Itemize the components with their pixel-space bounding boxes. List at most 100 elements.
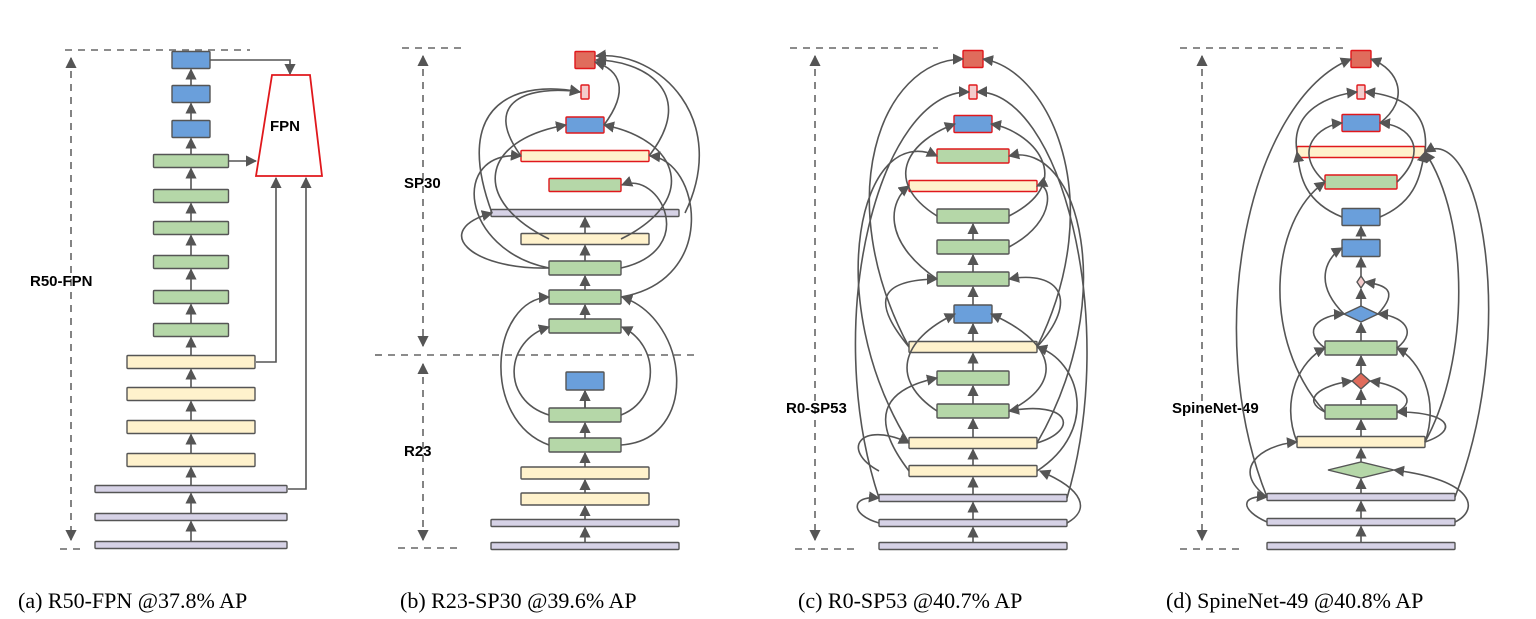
edge: [854, 86, 971, 499]
block: [1342, 305, 1380, 323]
edge: [460, 210, 550, 269]
edge: [884, 374, 939, 472]
block: [490, 208, 680, 218]
edge: [594, 54, 670, 157]
block: [574, 50, 596, 70]
block: [548, 260, 622, 276]
block: [1350, 49, 1372, 69]
block: [171, 84, 211, 104]
panel-a-caption: (a) R50-FPN @37.8% AP: [18, 588, 247, 613]
edge: [1363, 87, 1427, 153]
block: [936, 271, 1010, 287]
block: [1296, 435, 1426, 449]
edge: [505, 85, 582, 157]
panel-d-caption: (d) SpineNet-49 @40.8% AP: [1166, 588, 1423, 613]
edge: [1312, 308, 1346, 349]
edge: [620, 151, 693, 298]
edge: [975, 86, 1088, 499]
edge: [989, 120, 1046, 217]
edge: [288, 176, 312, 490]
block: [878, 493, 1068, 503]
edge: [1295, 87, 1359, 153]
edge: [1035, 344, 1078, 472]
fpn-label: FPN: [270, 118, 300, 135]
block: [936, 148, 1010, 164]
edge: [620, 326, 652, 416]
block: [878, 541, 1068, 551]
edge: [857, 146, 939, 444]
block: [908, 340, 1038, 354]
block: [936, 239, 1010, 255]
edge: [620, 294, 678, 446]
fpn-block: [254, 74, 324, 177]
edge: [1293, 150, 1343, 218]
block: [152, 153, 230, 169]
panel-b-blocks: [490, 50, 680, 551]
block: [94, 512, 288, 522]
block: [520, 149, 650, 163]
panel-d-edges: [1235, 57, 1490, 543]
block: [490, 541, 680, 551]
block: [580, 84, 590, 100]
block: [1266, 541, 1456, 551]
block: [1350, 372, 1372, 390]
block: [152, 289, 230, 305]
block: [1341, 207, 1381, 227]
block: [548, 177, 622, 193]
block: [126, 419, 256, 435]
block: [548, 318, 622, 334]
edge: [513, 324, 551, 416]
block: [520, 492, 650, 506]
edge: [1376, 308, 1408, 349]
edge: [906, 313, 957, 412]
block: [126, 386, 256, 402]
block: [1266, 492, 1456, 502]
block: [1324, 340, 1398, 356]
panel-b-label-bottom: R23: [404, 443, 432, 460]
block: [565, 116, 605, 134]
edge: [602, 121, 673, 240]
panel-c: R0-SP53 (c) R0-SP53 @40.7% AP: [786, 47, 1088, 613]
block: [962, 49, 984, 69]
edge: [1363, 277, 1390, 315]
edge: [256, 176, 282, 363]
block: [548, 407, 622, 423]
block: [565, 371, 605, 391]
panel-c-edges: [854, 53, 1088, 543]
edge: [478, 84, 582, 214]
block: [936, 208, 1010, 224]
block: [126, 354, 256, 370]
block: [548, 437, 622, 453]
panel-d: SpineNet-49 (d) SpineNet-49 @40.8% AP: [1166, 47, 1490, 613]
edge: [1395, 406, 1447, 443]
block: [908, 436, 1038, 450]
edge: [1424, 151, 1460, 443]
edge: [594, 49, 701, 214]
panel-a-edges: [185, 59, 312, 542]
block: [1266, 517, 1456, 527]
edge: [856, 491, 881, 524]
panel-d-label: SpineNet-49: [1172, 400, 1259, 417]
edge: [1007, 403, 1065, 444]
edge: [1368, 376, 1408, 413]
edge: [868, 53, 965, 348]
block: [1356, 84, 1366, 100]
block: [548, 289, 622, 305]
edge: [1312, 376, 1354, 413]
edge: [1279, 181, 1326, 413]
edge: [1369, 57, 1399, 124]
panel-b: SP30 R23 (b) R23-SP30 @39.6% AP: [375, 47, 701, 613]
block: [152, 188, 230, 204]
edge: [1424, 142, 1490, 498]
edge: [473, 149, 550, 269]
edge: [893, 185, 938, 280]
panel-b-caption: (b) R23-SP30 @39.6% AP: [400, 588, 637, 613]
block: [1341, 238, 1381, 258]
block: [1341, 113, 1381, 133]
edge: [494, 121, 568, 240]
edge: [593, 59, 621, 126]
block: [936, 370, 1010, 386]
edge: [1308, 118, 1344, 183]
block: [94, 540, 288, 550]
